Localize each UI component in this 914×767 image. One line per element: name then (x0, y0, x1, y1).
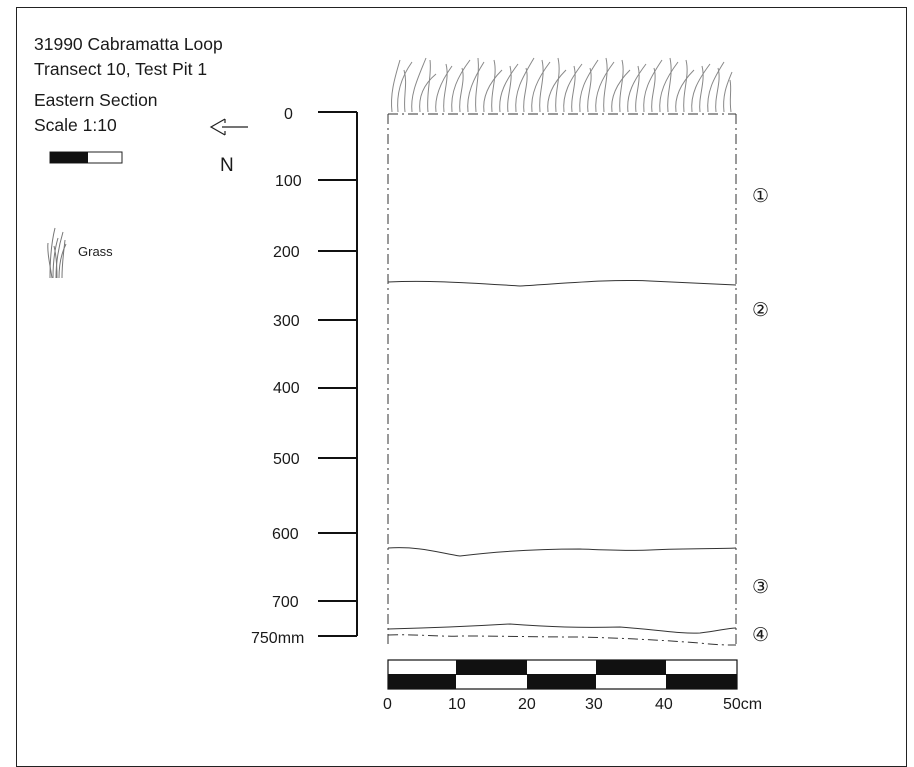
boundary-2-3 (387, 547, 737, 557)
depth-tick-label: 750mm (251, 630, 305, 647)
legend-grass-label: Grass (78, 244, 113, 259)
depth-tick-label: 200 (273, 244, 300, 261)
scale-tick-label: 20 (518, 696, 536, 713)
layer-number: ③ (752, 577, 770, 598)
scale-bar-horizontal (387, 659, 738, 690)
scale-tick-label: 30 (585, 696, 603, 713)
drawing-frame (16, 7, 907, 767)
depth-tick-label: 400 (273, 380, 300, 397)
boundary-1-2 (387, 279, 737, 287)
scale-tick-label: 50cm (723, 696, 763, 713)
section-drawing (47, 57, 738, 690)
test-pit-outline (387, 113, 737, 645)
depth-tick-label: 700 (272, 594, 299, 611)
base-boundary (387, 634, 737, 646)
north-label: N (220, 155, 234, 176)
section-label: Eastern Section (34, 90, 158, 110)
site-title: 31990 Cabramatta Loop (34, 34, 223, 54)
depth-axis (318, 111, 358, 637)
scale-tick-label: 0 (383, 696, 392, 713)
transect-label: Transect 10, Test Pit 1 (34, 59, 208, 79)
layer-number: ② (752, 300, 770, 321)
layer-number: ① (752, 186, 770, 207)
grass-surface-icon (391, 57, 733, 113)
depth-tick-label: 0 (284, 106, 293, 123)
depth-tick-label: 300 (273, 313, 300, 330)
scale-label: Scale 1:10 (34, 115, 117, 135)
grass-icon (47, 227, 67, 279)
boundary-3-4 (387, 623, 737, 634)
scale-tick-label: 10 (448, 696, 466, 713)
depth-tick-label: 600 (272, 526, 299, 543)
depth-tick-label: 100 (275, 173, 302, 190)
layer-boundaries (387, 279, 737, 646)
layer-number: ④ (752, 625, 770, 646)
north-arrow-icon (209, 118, 248, 136)
scale-bar-small (49, 151, 123, 164)
depth-tick-label: 500 (273, 451, 300, 468)
scale-tick-label: 40 (655, 696, 673, 713)
